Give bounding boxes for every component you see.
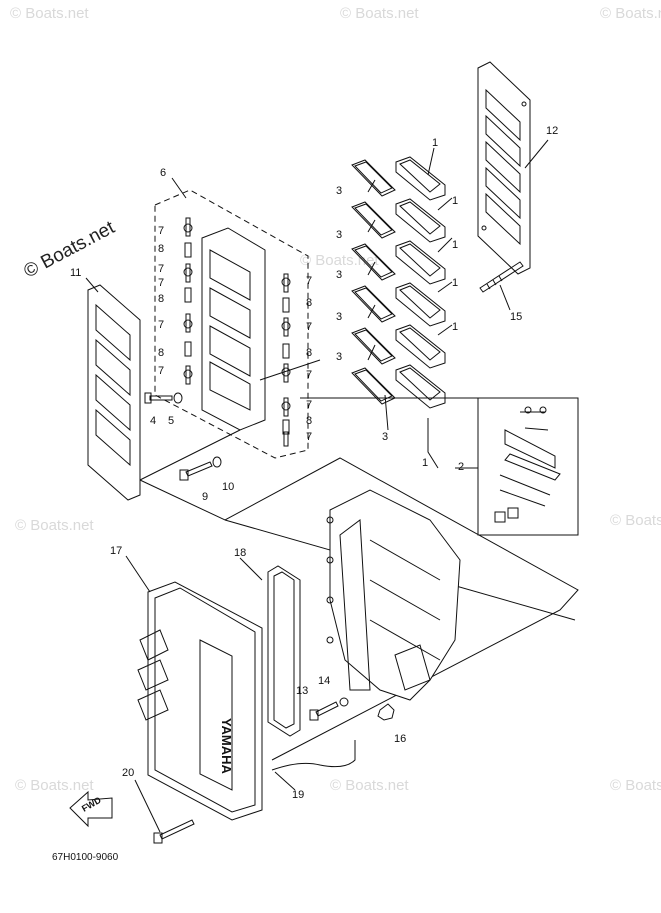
watermark-text: © Boats.net [300, 252, 379, 269]
callout-7: 7 [158, 319, 164, 331]
callout-3: 3 [336, 185, 342, 197]
callout-7: 7 [306, 369, 312, 381]
bolt-4 [144, 392, 173, 404]
callout-1: 1 [422, 457, 428, 469]
watermark-text: © Boats.net [340, 5, 419, 22]
callout-9: 9 [202, 491, 208, 503]
callout-13: 13 [296, 685, 308, 697]
callout-3: 3 [336, 229, 342, 241]
bolt-20 [153, 819, 195, 844]
callout-3: 3 [336, 351, 342, 363]
callout-8: 8 [158, 293, 164, 305]
callout-3: 3 [382, 431, 388, 443]
watermark-group: © Boats.net © Boats.net © Boats.net © Bo… [10, 5, 661, 794]
callout-10: 10 [222, 481, 234, 493]
callout-8: 8 [306, 415, 312, 427]
callout-8: 8 [158, 347, 164, 359]
callout-1: 1 [452, 239, 458, 251]
callout-7: 7 [158, 277, 164, 289]
callout-4: 4 [150, 415, 156, 427]
callout-11: 11 [70, 267, 81, 279]
callout-5: 5 [168, 415, 174, 427]
callout-8: 8 [306, 347, 312, 359]
yamaha-logo-text: YAMAHA [219, 718, 234, 774]
nut-16 [377, 703, 395, 721]
watermark-text: © Boats.net [15, 517, 94, 534]
callout-7: 7 [306, 399, 312, 411]
watermark-text: © Boats.net [330, 777, 409, 794]
callout-1: 1 [452, 195, 458, 207]
callout-1: 1 [452, 277, 458, 289]
callout-12: 12 [546, 125, 558, 137]
washer-5 [173, 392, 183, 404]
callout-leaders [85, 139, 549, 833]
reed-valve-stack [351, 156, 446, 409]
callout-7: 7 [158, 225, 164, 237]
watermark-text: © Boats.net [610, 777, 661, 794]
gasket-12 [477, 61, 531, 275]
seal-18 [267, 565, 301, 737]
washer-14 [339, 697, 349, 707]
hose-19 [271, 740, 356, 771]
watermark-text: © Boats.net [15, 777, 94, 794]
callout-7: 7 [306, 431, 312, 443]
reed-plate [201, 227, 266, 431]
callout-7: 7 [158, 365, 164, 377]
callout-14: 14 [318, 675, 330, 687]
callout-7: 7 [158, 263, 164, 275]
bolt-13 [309, 701, 339, 721]
callout-8: 8 [306, 297, 312, 309]
callout-labels: 1 1 1 1 1 1 2 3 3 3 3 3 3 4 5 6 7 7 7 7 … [70, 125, 558, 801]
callout-20: 20 [122, 767, 134, 779]
fitting-column-right [281, 273, 291, 447]
callout-6: 6 [160, 167, 166, 179]
callout-3: 3 [336, 269, 342, 281]
detail-box [477, 397, 579, 536]
stud-15 [479, 261, 524, 293]
callout-15: 15 [510, 311, 522, 323]
bolt-9 [179, 461, 213, 481]
callout-7: 7 [306, 275, 312, 287]
callout-19: 19 [292, 789, 304, 801]
silencer-cover-17 [137, 581, 263, 821]
gasket-11 [87, 284, 141, 501]
part-code: 67H0100-9060 [52, 852, 119, 863]
callout-1: 1 [452, 321, 458, 333]
callout-8: 8 [158, 243, 164, 255]
callout-18: 18 [234, 547, 246, 559]
callout-17: 17 [110, 545, 122, 557]
watermark-text: © Boats.net [610, 512, 661, 529]
washer-10 [212, 456, 222, 468]
callout-7: 7 [306, 321, 312, 333]
fitting-column-left [183, 217, 193, 385]
callout-3: 3 [336, 311, 342, 323]
watermark-text: © Boats.net [10, 5, 89, 22]
watermark-text: © Boats.net [600, 5, 661, 22]
callout-16: 16 [394, 733, 406, 745]
callout-1: 1 [432, 137, 438, 149]
callout-2: 2 [458, 461, 464, 473]
fwd-arrow [69, 790, 113, 828]
cylinder-block [326, 489, 461, 701]
